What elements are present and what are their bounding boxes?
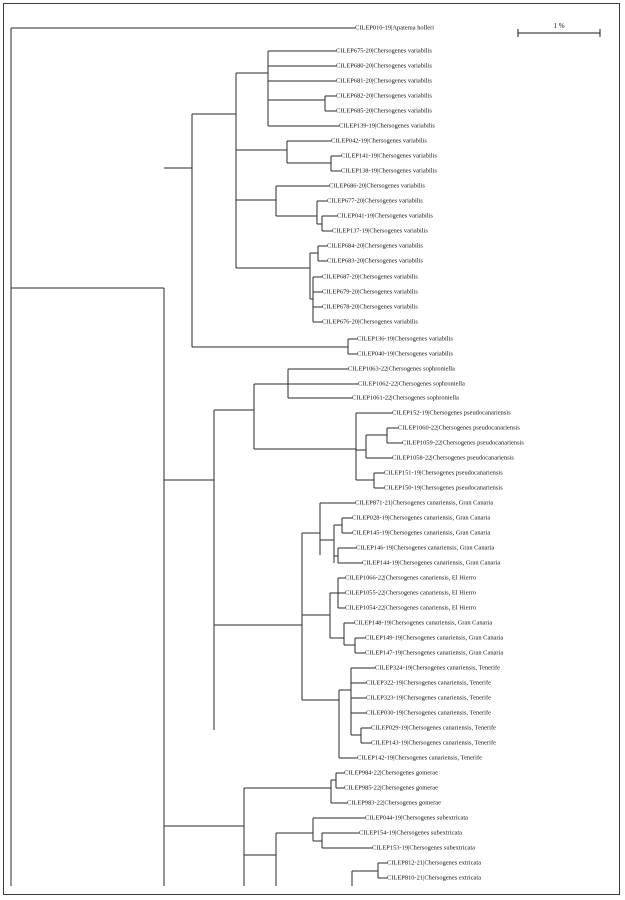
scale-bar-group [517, 29, 601, 37]
tip-label-cilep154-19: CILEP154-19|Chersogenes subextricata [359, 829, 462, 837]
tip-label-cilep678-20: CILEP678-20|Chersogenes variabilis [322, 303, 418, 311]
tip-label-cilep137-19: CILEP137-19|Chersogenes variabilis [332, 227, 428, 235]
tip-label-cilep677-20: CILEP677-20|Chersogenes variabilis [327, 197, 423, 205]
tip-label-cilep041-19: CILEP041-19|Chersogenes variabilis [337, 212, 433, 220]
tip-label-cilep676-20: CILEP676-20|Chersogenes variabilis [322, 318, 418, 326]
tip-label-cilep1063-22: CILEP1063-22|Chersogenes sophroniella [348, 365, 455, 373]
tip-label-cilep810-21: CILEP810-21|Chersogenes extricata [387, 874, 482, 882]
tip-label-cilep984-22: CILEP984-22|Chersogenes gomerae [344, 769, 439, 777]
tip-label-cilep681-20: CILEP681-20|Chersogenes variabilis [336, 77, 432, 85]
tip-label-cilep141-19: CILEP141-19|Chersogenes variabilis [341, 152, 437, 160]
tip-label-cilep028-19: CILEP028-19|Chersogenes canariensis, Gra… [352, 514, 491, 522]
tip-label-cilep323-19: CILEP323-19|Chersogenes canariensis, Ten… [366, 694, 491, 702]
tip-label-cilep324-19: CILEP324-19|Chersogenes canariensis, Ten… [375, 664, 500, 672]
tip-label-cilep040-19: CILEP040-19|Chersogenes variabilis [357, 350, 453, 358]
tree-edge-layer [10, 27, 402, 886]
tip-label-cilep685-20: CILEP685-20|Chersogenes variabilis [336, 107, 432, 115]
tip-label-cilep150-19: CILEP150-19|Chersogenes pseudocanariensi… [384, 484, 503, 492]
tip-label-cilep686-20: CILEP686-20|Chersogenes variabilis [329, 182, 425, 190]
tip-label-cilep1058-22: CILEP1058-22|Chersogenes pseudocanariens… [392, 454, 514, 462]
tip-label-cilep149-19: CILEP149-19|Chersogenes canariensis, Gra… [365, 634, 504, 642]
tip-label-cilep680-20: CILEP680-20|Chersogenes variabilis [336, 62, 432, 70]
tip-label-cilep1062-22: CILEP1062-22|Chersogenes sophroniella [358, 380, 465, 388]
tip-label-cilep682-20: CILEP682-20|Chersogenes variabilis [336, 92, 432, 100]
tip-label-cilep144-19: CILEP144-19|Chersogenes canariensis, Gra… [362, 559, 501, 567]
tip-label-cilep152-19: CILEP152-19|Chersogenes pseudocanariensi… [392, 409, 511, 417]
tip-label-cilep684-20: CILEP684-20|Chersogenes variabilis [327, 242, 423, 250]
tip-label-cilep1055-22: CILEP1055-22|Chersogenes canariensis, El… [345, 589, 477, 597]
tip-label-cilep042-19: CILEP042-19|Chersogenes variabilis [331, 137, 427, 145]
tip-label-cilep985-22: CILEP985-22|Chersogenes gomerae [344, 784, 439, 792]
tip-label-cilep151-19: CILEP151-19|Chersogenes pseudocanariensi… [384, 469, 503, 477]
tip-label-cilep1059-22: CILEP1059-22|Chersogenes pseudocanariens… [402, 439, 524, 447]
tip-label-cilep148-19: CILEP148-19|Chersogenes canariensis, Gra… [354, 619, 493, 627]
tip-label-cilep142-19: CILEP142-19|Chersogenes canariensis, Ten… [357, 754, 482, 762]
tip-label-cilep1054-22: CILEP1054-22|Chersogenes canariensis, El… [345, 604, 477, 612]
tip-label-cilep871-21: CILEP871-21|Chersogenes canariensis, Gra… [355, 499, 494, 507]
tip-label-cilep322-19: CILEP322-19|Chersogenes canariensis, Ten… [366, 679, 491, 687]
tip-label-cilep010-19: CILEP010-19|Apatema holleri [355, 24, 435, 32]
tip-label-cilep812-21: CILEP812-21|Chersogenes extricata [387, 859, 482, 867]
tip-label-cilep683-20: CILEP683-20|Chersogenes variabilis [327, 257, 423, 265]
tip-label-cilep136-19: CILEP136-19|Chersogenes variabilis [357, 335, 453, 343]
tip-label-cilep146-19: CILEP146-19|Chersogenes canariensis, Gra… [356, 544, 495, 552]
tip-label-cilep153-19: CILEP153-19|Chersogenes subextricata [372, 844, 475, 852]
tip-label-cilep139-19: CILEP139-19|Chersogenes variabilis [339, 122, 435, 130]
tip-label-cilep044-19: CILEP044-19|Chersogenes subextricata [365, 814, 468, 822]
tip-label-cilep983-22: CILEP983-22|Chersogenes gomerae [347, 799, 442, 807]
tip-label-cilep679-20: CILEP679-20|Chersogenes variabilis [322, 288, 418, 296]
tip-label-cilep1061-22: CILEP1061-22|Chersogenes sophroniella [352, 394, 459, 402]
tip-label-cilep1066-22: CILEP1066-22|Chersogenes canariensis, El… [345, 574, 477, 582]
tip-label-cilep030-19: CILEP030-19|Chersogenes canariensis, Ten… [366, 709, 491, 717]
tip-label-cilep675-20: CILEP675-20|Chersogenes variabilis [336, 47, 432, 55]
tip-label-cilep143-19: CILEP143-19|Chersogenes canariensis, Ten… [371, 739, 496, 747]
tip-label-cilep029-19: CILEP029-19|Chersogenes canariensis, Ten… [371, 724, 496, 732]
tip-label-cilep138-19: CILEP138-19|Chersogenes variabilis [341, 167, 437, 175]
scale-bar-label: 1 % [553, 22, 565, 30]
tip-label-cilep147-19: CILEP147-19|Chersogenes canariensis, Gra… [365, 649, 504, 657]
tip-label-cilep687-20: CILEP687-20|Chersogenes variabilis [322, 273, 418, 281]
tip-label-cilep1060-22: CILEP1060-22|Chersogenes pseudocanariens… [398, 424, 520, 432]
tip-label-cilep145-19: CILEP145-19|Chersogenes canariensis, Gra… [352, 529, 491, 537]
